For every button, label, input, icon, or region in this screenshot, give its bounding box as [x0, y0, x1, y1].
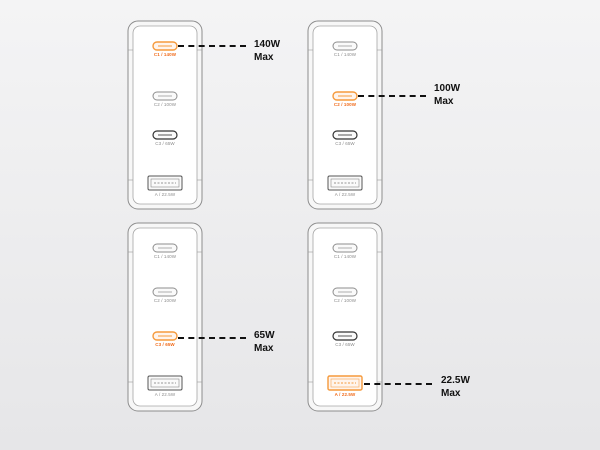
port-label-c1: C1 / 140W — [153, 254, 177, 259]
charger-body-outline — [307, 20, 383, 210]
port-label-c1: C1 / 140W — [333, 254, 357, 259]
port-label-a: A / 22.5W — [334, 392, 356, 397]
charger-c1-highlight: C1 / 140W C2 / 100W C3 / 65W A / 22.5W — [127, 20, 203, 210]
callout-c1: 140W Max — [254, 38, 280, 64]
port-label-a: A / 22.5W — [334, 192, 356, 197]
callout-watt: 22.5W — [441, 375, 470, 386]
port-label-c3: C3 / 65W — [155, 342, 175, 347]
port-label-c2: C2 / 100W — [333, 298, 357, 303]
callout-watt: 100W — [434, 83, 461, 94]
callout-max: Max — [434, 96, 454, 107]
port-label-c2: C2 / 100W — [153, 298, 177, 303]
charger-body-outline — [127, 222, 203, 412]
callout-c3: 65W Max — [254, 329, 275, 355]
charger-c2-highlight: C1 / 140W C2 / 100W C3 / 65W A / 22.5W — [307, 20, 383, 210]
port-label-c3: C3 / 65W — [335, 342, 355, 347]
port-label-c3: C3 / 65W — [155, 141, 175, 146]
charger-c3-highlight: C1 / 140W C2 / 100W C3 / 65W A / 22.5W — [127, 222, 203, 412]
port-label-a: A / 22.5W — [154, 192, 176, 197]
callout-c2: 100W Max — [434, 82, 460, 108]
callout-max: Max — [254, 52, 274, 63]
callout-line-c1 — [178, 45, 246, 47]
charger-body-outline — [127, 20, 203, 210]
callout-max: Max — [441, 388, 461, 399]
port-label-c1: C1 / 140W — [153, 52, 177, 57]
callout-line-a — [364, 383, 432, 385]
charger-a-highlight: C1 / 140W C2 / 100W C3 / 65W A / 22.5W — [307, 222, 383, 412]
charger-body-outline — [307, 222, 383, 412]
callout-max: Max — [254, 343, 274, 354]
callout-watt: 65W — [254, 330, 275, 341]
port-label-a: A / 22.5W — [154, 392, 176, 397]
port-label-c3: C3 / 65W — [335, 141, 355, 146]
port-label-c2: C2 / 100W — [333, 102, 357, 107]
callout-line-c3 — [178, 337, 246, 339]
callout-watt: 140W — [254, 39, 281, 50]
callout-line-c2 — [358, 95, 426, 97]
callout-a: 22.5W Max — [441, 374, 470, 400]
port-label-c2: C2 / 100W — [153, 102, 177, 107]
port-label-c1: C1 / 140W — [333, 52, 357, 57]
